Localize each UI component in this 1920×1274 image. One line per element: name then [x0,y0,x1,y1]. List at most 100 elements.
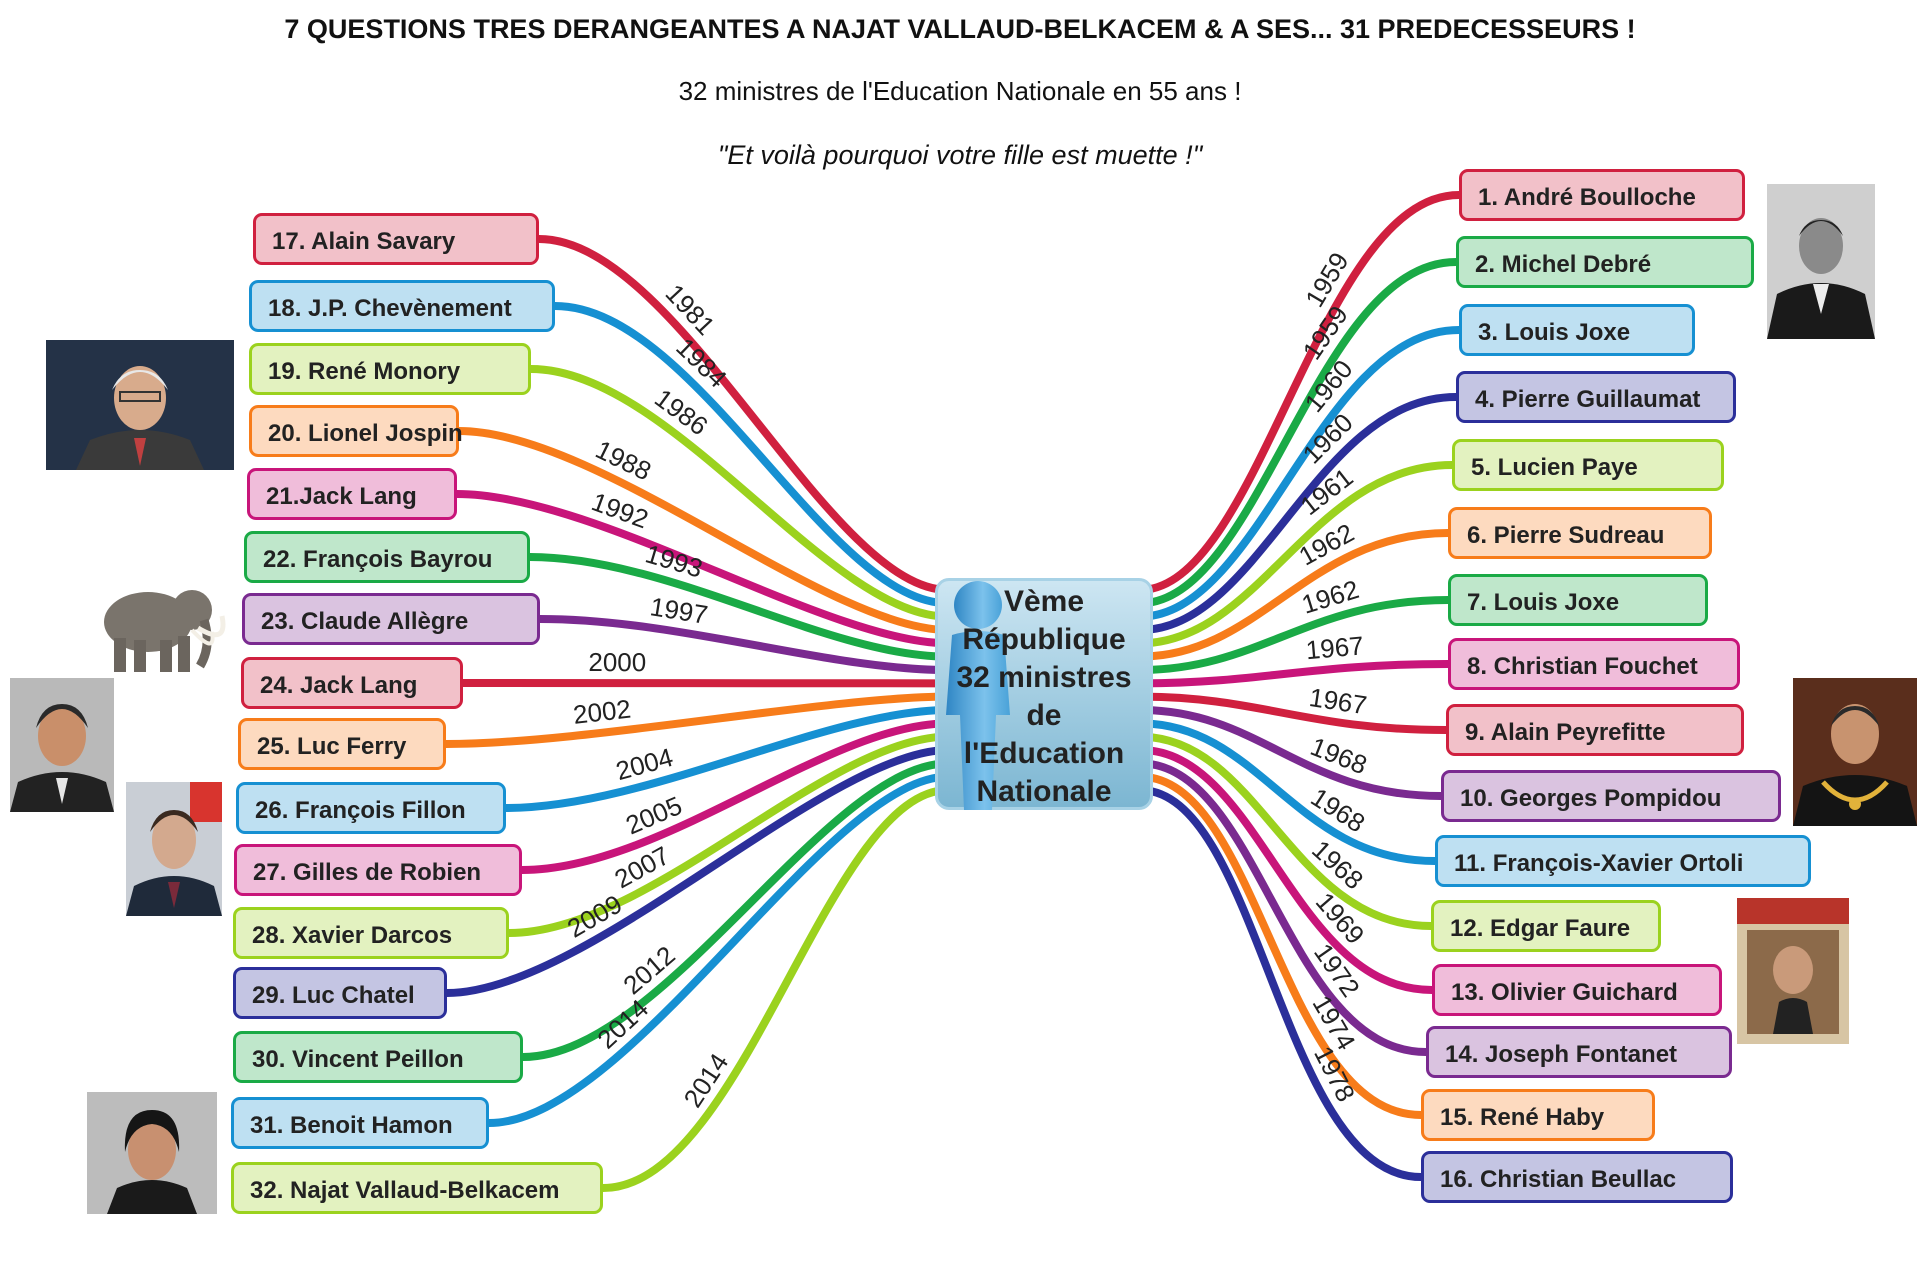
branch-line [1136,393,1460,634]
branch-line [1136,326,1463,621]
minister-box: 8. Christian Fouchet [1448,638,1740,690]
branch-line [519,759,952,1061]
minister-box: 30. Vincent Peillon [233,1031,523,1083]
year-label: 1967 [1307,682,1369,720]
year-label: 1978 [1308,1041,1361,1106]
branch-line [1136,759,1430,1056]
branch-line [527,365,952,621]
year-label: 2014 [677,1048,734,1113]
year-label: 2012 [617,940,680,1000]
year-label: 1988 [591,434,656,486]
minister-box: 10. Georges Pompidou [1441,770,1781,822]
year-label: 1960 [1297,407,1359,469]
branch-line [1136,732,1435,930]
minister-box: 2. Michel Debré [1456,236,1754,288]
year-label: 1997 [648,591,710,630]
branch-line [485,772,952,1127]
branch-line [1136,772,1425,1119]
year-label: 2009 [562,889,627,944]
minister-box: 24. Jack Lang [241,657,463,709]
branch-line [442,692,952,748]
minister-box: 19. René Monory [249,343,531,395]
branch-line [526,553,952,661]
branch-line [536,615,952,674]
hub-line: de [1026,699,1062,732]
portrait-photo-lang [10,678,114,812]
year-label: 1969 [1310,887,1371,950]
minister-box: 3. Louis Joxe [1459,304,1695,356]
portrait-photo-pompidou [1793,678,1917,826]
minister-box: 28. Xavier Darcos [233,907,509,959]
book-cover-edgar-faure [1737,898,1849,1044]
minister-box: 22. François Bayrou [244,531,530,583]
page-title: 7 QUESTIONS TRES DERANGEANTES A NAJAT VA… [284,14,1636,44]
hub-line: Vème [1003,585,1085,618]
hub-line: République [962,623,1126,656]
minister-box: 31. Benoit Hamon [231,1097,489,1149]
year-label: 1959 [1297,300,1354,365]
page-subtitle: 32 ministres de l'Education Nationale en… [678,76,1242,106]
year-label: 1972 [1308,938,1366,1003]
branch-line [1136,258,1460,608]
portrait-photo-boulloche [1767,184,1875,339]
minister-box: 18. J.P. Chevènement [249,280,555,332]
minister-box: 15. René Haby [1421,1089,1655,1141]
minister-box: 17. Alain Savary [253,213,539,265]
branch-line [502,706,952,812]
branch-line [1136,692,1450,734]
branch-line [1136,191,1463,594]
minister-box: 32. Najat Vallaud-Belkacem [231,1162,603,1214]
branch-line [453,490,952,648]
branch-line [505,732,952,937]
person-figure-icon [946,581,1010,810]
minister-box: 7. Louis Joxe [1448,574,1708,626]
branch-line [1136,596,1452,674]
branch-line [1136,660,1452,688]
year-label: 1962 [1294,517,1359,571]
branch-line [535,235,952,594]
branch-line [599,786,952,1192]
year-label: 1967 [1305,630,1365,665]
mammoth-icon [88,576,230,676]
branch-line [1136,719,1439,865]
branch-line [443,746,952,997]
minister-box: 21.Jack Lang [247,468,457,520]
central-node-label: Vème République 32 ministres de l'Educat… [935,583,1153,811]
branch-line [518,719,952,874]
branch-line [455,427,952,634]
minister-box: 14. Joseph Fontanet [1426,1026,1732,1078]
year-label: 1968 [1306,782,1371,839]
hub-line: Nationale [976,775,1112,808]
minister-box: 5. Lucien Paye [1452,439,1724,491]
branch-line [1136,529,1452,661]
minister-box: 9. Alain Peyrefitte [1446,704,1744,756]
page-quote: "Et voilà pourquoi votre fille est muett… [717,140,1203,170]
minister-box: 1. André Boulloche [1459,169,1745,221]
minister-box: 27. Gilles de Robien [234,844,522,896]
minister-box: 23. Claude Allègre [242,593,540,645]
branch-line [1136,706,1445,800]
portrait-photo-jospin [46,340,234,470]
portrait-photo-fillon [126,782,222,916]
branch-line [1136,461,1456,648]
minister-box: 13. Olivier Guichard [1432,964,1722,1016]
minister-box: 12. Edgar Faure [1431,900,1661,952]
branch-line [1136,786,1425,1181]
year-label: 2000 [588,647,646,677]
minister-box: 20. Lionel Jospin [249,405,463,457]
branch-line [551,302,952,608]
hub-line: l'Education [963,737,1125,770]
minister-box: 26. François Fillon [236,782,506,834]
minister-box: 25. Luc Ferry [238,718,446,770]
hub-line: 32 ministres [956,661,1132,694]
minister-box: 11. François-Xavier Ortoli [1435,835,1811,887]
branch-line [1136,746,1436,994]
portrait-photo-vallaud-belkacem [87,1092,217,1214]
minister-box: 29. Luc Chatel [233,967,447,1019]
minister-box: 6. Pierre Sudreau [1448,507,1712,559]
minister-box: 4. Pierre Guillaumat [1456,371,1736,423]
year-label: 2005 [621,790,686,840]
year-label: 2002 [572,694,633,730]
